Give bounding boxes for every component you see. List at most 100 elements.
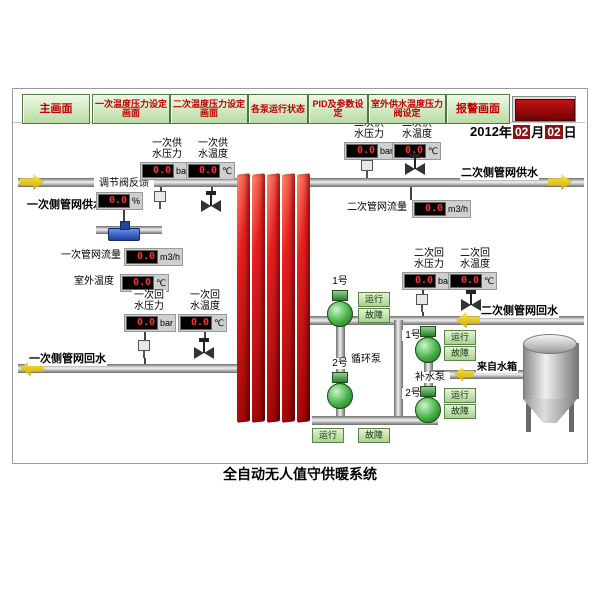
circulation-pump2-run-indicator: 运行 <box>312 428 344 443</box>
makeup-pump1-fault-indicator: 故障 <box>444 346 476 361</box>
alarm-indicator <box>512 96 576 122</box>
stem <box>144 358 146 364</box>
primary-return-control-valve-icon[interactable] <box>193 338 215 364</box>
primary-supply-temp-label: 一次供水温度 <box>196 138 230 160</box>
circulation-pump2-label: 2号 <box>328 358 352 369</box>
nav-button-pump-status[interactable]: 各泵运行状态 <box>248 94 308 124</box>
circulation-pump1-fault-indicator: 故障 <box>358 308 390 323</box>
secondary-return-pipe-label: 二次侧管网回水 <box>480 302 559 318</box>
secondary-return-pressure-label: 二次回水压力 <box>412 248 446 270</box>
control-valve-blue-icon[interactable] <box>108 221 140 241</box>
exchanger-plate <box>252 173 265 423</box>
tank-leg <box>526 394 531 432</box>
secondary-supply-control-valve-icon[interactable] <box>404 154 426 180</box>
pump-riser-right-pipe <box>394 320 403 420</box>
primary-supply-temp-unit: ℃ <box>222 165 233 176</box>
outdoor-temp-label: 室外温度 <box>70 276 118 287</box>
primary-return-pipe-label: 一次侧管网回水 <box>28 350 107 366</box>
secondary-flow-unit: m3/h <box>448 204 469 214</box>
nav-button-main-screen[interactable]: 主画面 <box>22 94 90 124</box>
page-title: 全自动无人值守供暖系统 <box>223 466 377 482</box>
primary-return-pressure-label: 一次回水压力 <box>132 290 166 312</box>
stem <box>160 187 162 191</box>
makeup-group-label: 补水泵 <box>410 372 450 383</box>
primary-supply-pressure-label: 一次供水压力 <box>150 138 184 160</box>
secondary-supply-pressure-sensor-icon <box>360 160 374 178</box>
secondary-return-pressure-unit: bar <box>438 276 452 286</box>
exchanger-plate <box>282 173 295 423</box>
primary-return-temp-label: 一次回水温度 <box>188 290 222 312</box>
circulation-group-label: 循环泵 <box>348 354 384 365</box>
primary-return-pressure-unit: bar <box>160 318 174 328</box>
heat-exchanger <box>237 172 315 424</box>
primary-supply-temp-value: 0.0 <box>188 164 220 178</box>
primary-flow-label: 一次管网流量 <box>58 250 124 261</box>
nav-button-alarm-screen[interactable]: 报警画面 <box>446 94 510 124</box>
makeup-pump2-run-indicator: 运行 <box>444 388 476 403</box>
primary-supply-control-valve-icon[interactable] <box>200 191 222 217</box>
valve-feedback-label: 调节阀反馈 <box>94 178 154 189</box>
circulation-pump2-icon[interactable] <box>326 372 354 409</box>
makeup-pump2-label: 2号 <box>402 388 424 399</box>
secondary-supply-temp-unit: ℃ <box>428 145 439 156</box>
secondary-flow-value: 0.0 <box>414 202 446 216</box>
secondary-supply-pressure-value: 0.0 <box>346 144 378 158</box>
primary-supply-pressure-sensor-icon <box>153 191 167 209</box>
valve-feedback-unit: % <box>132 196 141 206</box>
secondary-return-temp-unit: ℃ <box>484 275 495 286</box>
secondary-return-pressure-sensor-icon <box>415 294 429 312</box>
stem <box>211 187 213 191</box>
date-year: 2012 <box>470 124 499 139</box>
secondary-return-control-valve-icon[interactable] <box>460 290 482 316</box>
stem <box>422 312 424 316</box>
valve-feedback-display: 0.0% <box>96 192 144 210</box>
alarm-indicator-lamp <box>515 99 575 121</box>
secondary-return-pressure-value: 0.0 <box>404 274 436 288</box>
makeup-pump1-run-indicator: 运行 <box>444 330 476 345</box>
nav-button-primary-temp-pressure-settings[interactable]: 一次温度压力设定画面 <box>92 94 170 124</box>
primary-return-temp-value: 0.0 <box>180 316 212 330</box>
primary-flow-unit: m3/h <box>160 252 181 262</box>
makeup-pump1-icon[interactable] <box>414 326 442 363</box>
exchanger-plate <box>267 173 280 423</box>
water-tank <box>520 334 580 434</box>
pump-bottom-pipe <box>312 416 438 425</box>
nav-button-pid-settings[interactable]: PID及参数设定 <box>308 94 368 124</box>
secondary-supply-temp-display: 0.0℃ <box>392 142 442 160</box>
circulation-pump1-run-indicator: 运行 <box>358 292 390 307</box>
primary-supply-temp-display: 0.0℃ <box>186 162 236 180</box>
pump-riser-left-pipe <box>336 320 345 420</box>
stem <box>410 187 412 200</box>
date-day-suffix: 日 <box>563 125 577 140</box>
secondary-flow-label: 二次管网流量 <box>344 202 410 213</box>
valve-feedback-value: 0.0 <box>98 194 130 208</box>
secondary-return-pipe <box>310 316 584 325</box>
secondary-supply-pressure-unit: bar <box>380 146 394 156</box>
exchanger-plate <box>297 173 310 423</box>
makeup-pump1-label: 1号 <box>402 330 424 341</box>
date-month: 02 <box>512 124 531 139</box>
primary-supply-pressure-unit: bar <box>176 166 190 176</box>
date-year-suffix: 年 <box>498 125 512 140</box>
secondary-supply-pipe-label: 二次侧管网供水 <box>460 164 539 180</box>
secondary-return-temp-value: 0.0 <box>450 274 482 288</box>
tank-dome <box>523 334 577 354</box>
makeup-pump2-icon[interactable] <box>414 386 442 423</box>
nav-button-outdoor-supply-settings[interactable]: 室外供水温度压力阀设定 <box>368 94 446 124</box>
outdoor-temp-unit: ℃ <box>156 277 167 288</box>
from-tank-label: 来自水箱 <box>476 358 518 373</box>
tank-leg <box>569 394 574 432</box>
circulation-pump1-icon[interactable] <box>326 290 354 327</box>
stem <box>123 210 125 222</box>
nav-button-secondary-temp-pressure-settings[interactable]: 二次温度压力设定画面 <box>170 94 248 124</box>
exchanger-plate <box>237 173 250 423</box>
stem <box>204 332 206 338</box>
secondary-return-temp-label: 二次回水温度 <box>458 248 492 270</box>
date-day: 02 <box>545 124 563 139</box>
